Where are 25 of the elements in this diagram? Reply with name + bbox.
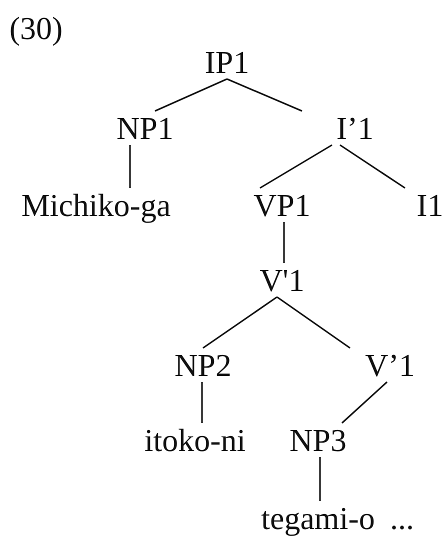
tree-node-label: IP1	[204, 45, 250, 79]
tree-branch	[319, 457, 321, 501]
tree-branch	[340, 144, 406, 189]
tree-node-label: NP2	[174, 348, 232, 382]
tree-node-label: Michiko-ga	[21, 188, 171, 222]
tree-branch	[341, 381, 388, 424]
tree-branch	[202, 296, 278, 349]
tree-node-label: V’1	[365, 348, 415, 382]
tree-branch	[276, 296, 350, 349]
tree-branch	[260, 144, 332, 189]
tree-node-label: itoko-ni	[144, 423, 246, 457]
tree-branch	[154, 78, 228, 112]
tree-node-label: V'1	[260, 263, 304, 297]
tree-node-label: VP1	[254, 188, 310, 222]
tree-node-label: I’1	[336, 111, 374, 145]
ellipsis-text: ...	[390, 501, 414, 535]
example-number: (30)	[9, 11, 63, 45]
tree-branch	[201, 382, 203, 423]
tree-node-label: I1	[416, 188, 444, 222]
tree-branch	[226, 78, 302, 112]
tree-branch	[129, 145, 131, 188]
tree-node-label: NP3	[290, 423, 346, 457]
tree-node-label: NP1	[116, 111, 174, 145]
tree-branch	[283, 222, 285, 263]
tree-node-label: tegami-o	[261, 501, 375, 535]
